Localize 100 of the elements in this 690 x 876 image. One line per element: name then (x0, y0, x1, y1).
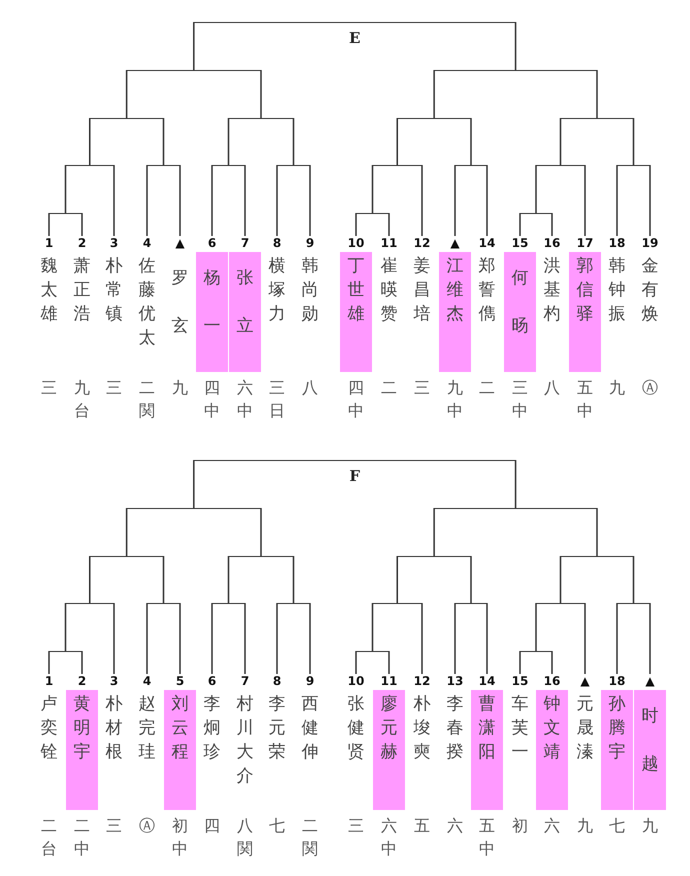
bracket-leg (519, 213, 521, 236)
bracket-line (49, 651, 82, 653)
bracket-line (126, 508, 261, 510)
bracket-line (520, 651, 552, 653)
bracket-leg (421, 165, 423, 236)
rank-label: 三 (106, 815, 122, 837)
player-name: 孙腾宇 (608, 693, 626, 764)
seed-number: 16 (542, 674, 562, 688)
rank-label: 三 (41, 377, 57, 399)
seed-number: 8 (272, 674, 282, 688)
seed-number: 5 (174, 674, 186, 688)
bracket-leg (146, 603, 148, 674)
bracket-leg (179, 603, 181, 674)
player-name: 刘云程 (172, 693, 188, 764)
rank-label: 八 (544, 377, 560, 399)
bracket-leg (551, 651, 553, 674)
bracket-leg (64, 165, 66, 213)
bracket-leg (421, 603, 423, 674)
bracket-leg (276, 603, 278, 674)
bracket-leg (309, 165, 311, 236)
bracket-leg (396, 118, 398, 165)
bracket-line (66, 603, 114, 605)
bracket-line (90, 556, 164, 558)
seed-number: 7 (240, 236, 250, 250)
bracket-leg (113, 603, 115, 674)
player-name: 罗玄 (172, 267, 188, 338)
seed-number: 13 (446, 674, 464, 688)
bracket-leg (519, 651, 521, 674)
seed-number: 9 (304, 674, 316, 688)
bracket-leg (146, 165, 148, 236)
bracket-leg (276, 165, 278, 236)
bracket-line (520, 213, 552, 215)
rank-label: 九中 (447, 377, 463, 422)
player-name: 黄明宇 (74, 693, 90, 764)
rank-label: Ⓐ (642, 377, 658, 399)
seed-number: 9 (304, 236, 316, 250)
bracket-leg (596, 70, 598, 118)
bracket-leg (126, 508, 128, 556)
rank-label: 二台 (41, 815, 57, 860)
seed-number: 4 (142, 674, 152, 688)
seed-number: 14 (478, 674, 496, 688)
seed-number: 12 (412, 674, 432, 688)
bracket-leg (179, 165, 181, 236)
bracket-leg (535, 165, 537, 213)
player-name: 廖元赫 (380, 693, 398, 764)
bracket-leg (355, 213, 357, 236)
bracket-leg (126, 70, 128, 118)
bracket-line (372, 603, 422, 605)
bracket-leg (113, 165, 115, 236)
bracket-line (147, 165, 180, 167)
bracket-leg (535, 603, 537, 651)
bracket-leg (64, 603, 66, 651)
player-name: 村川大介 (236, 693, 254, 788)
player-name: 洪基杓 (544, 255, 560, 326)
seed-number: 19 (640, 236, 660, 250)
player-name: 西健伸 (302, 693, 318, 764)
bracket-leg (454, 603, 456, 674)
player-name: 赵完珪 (138, 693, 156, 764)
bracket-line (560, 556, 634, 558)
bracket-line (397, 118, 471, 120)
player-name: 朴材根 (106, 693, 122, 764)
seed-number: 4 (142, 236, 152, 250)
bracket-leg (396, 556, 398, 603)
player-name: 李炯珍 (204, 693, 220, 764)
seed-number: ▲ (579, 674, 591, 688)
bracket-line (90, 118, 164, 120)
bracket-leg (454, 165, 456, 236)
bracket-leg (486, 165, 488, 236)
rank-label: 九台 (74, 377, 90, 422)
seed-number: 10 (346, 674, 366, 688)
player-name: 韩尚勋 (302, 255, 318, 326)
bracket-leg (211, 603, 213, 674)
player-name: 韩钟振 (608, 255, 626, 326)
bracket-line (434, 70, 597, 72)
rank-label: 六 (447, 815, 463, 837)
bracket-leg (355, 651, 357, 674)
player-name: 崔暎赞 (380, 255, 398, 326)
player-name: 曹潇阳 (478, 693, 496, 764)
bracket-line (372, 165, 422, 167)
seed-number: 16 (542, 236, 562, 250)
rank-label: 二中 (74, 815, 90, 860)
rank-label: 五中 (479, 815, 495, 860)
seed-number: 17 (576, 236, 594, 250)
player-name: 张立 (236, 267, 254, 338)
player-name: 何旸 (512, 267, 528, 338)
rank-label: 九 (642, 815, 658, 837)
bracket-leg (560, 556, 562, 603)
seed-number: 15 (510, 236, 530, 250)
player-name: 郭信驿 (576, 255, 594, 326)
rank-label: 九 (577, 815, 593, 837)
seed-number: 18 (608, 674, 626, 688)
bracket-leg (584, 603, 586, 674)
rank-label: 二 (479, 377, 495, 399)
rank-label: 七 (269, 815, 285, 837)
player-name: 朴常镇 (106, 255, 122, 326)
bracket-leg (372, 603, 374, 651)
player-name: 佐藤优太 (138, 255, 156, 350)
bracket-leg (193, 22, 195, 70)
bracket-line (49, 213, 82, 215)
bracket-line (147, 603, 180, 605)
